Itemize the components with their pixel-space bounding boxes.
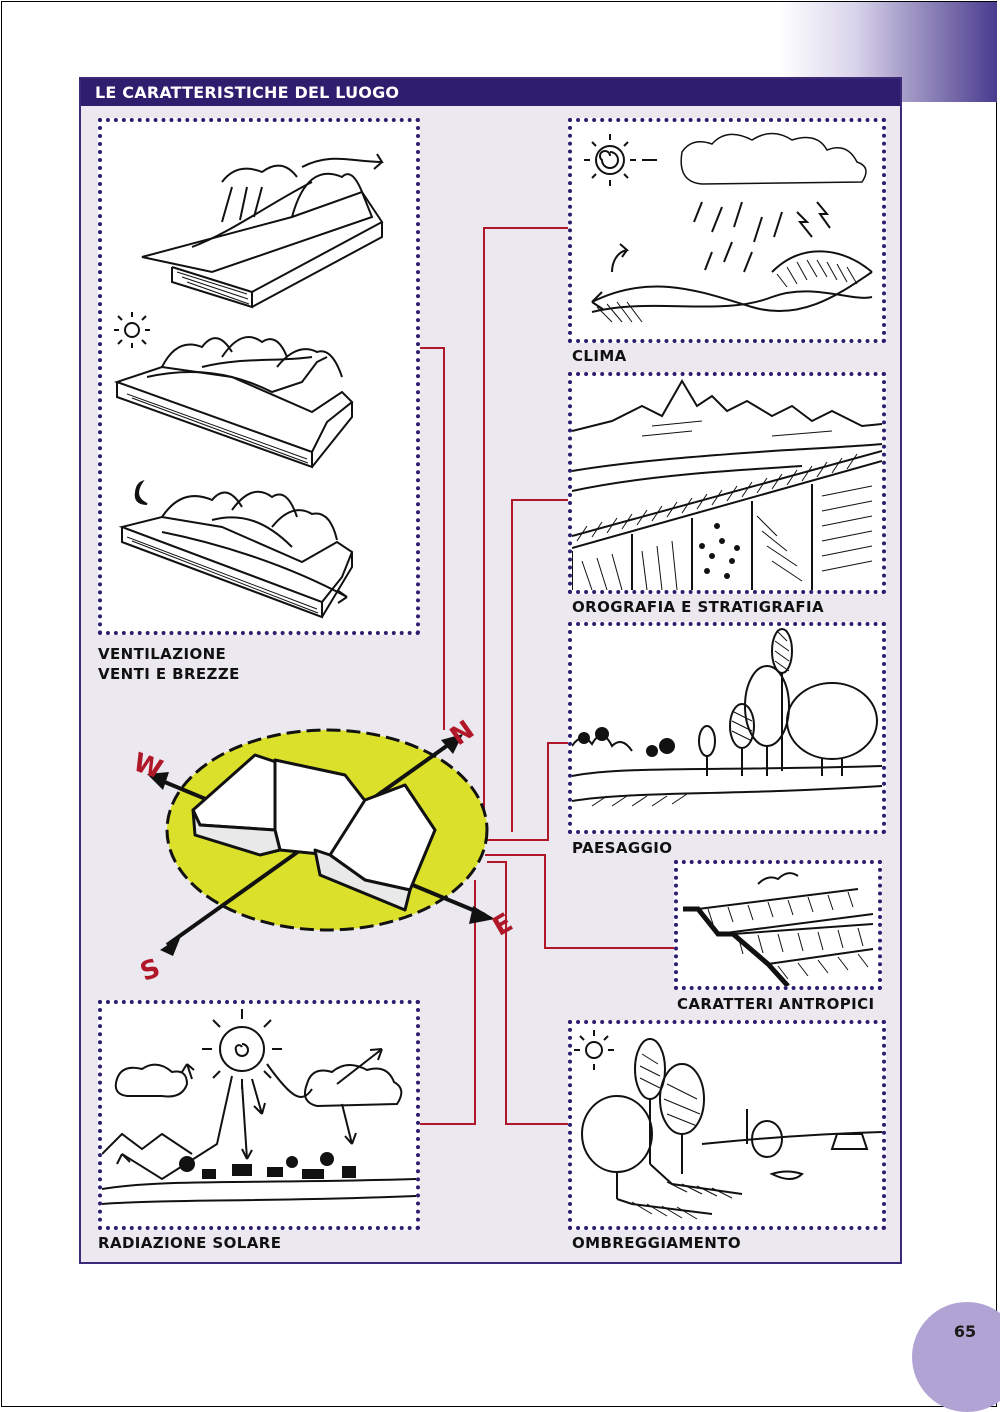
- label-orografia: OROGRAFIA E STRATIGRAFIA: [572, 598, 825, 616]
- west-arrowhead: [147, 772, 169, 790]
- landscape-illustration: [572, 628, 882, 807]
- ventilation-card: [98, 118, 420, 635]
- compass-building-diagram: N W E S: [129, 715, 518, 988]
- building-volumes: [191, 753, 437, 912]
- solar-radiation-illustration: [102, 1009, 416, 1205]
- solar-radiation-card: [98, 1000, 420, 1230]
- panel-title: LE CARATTERISTICHE DEL LUOGO: [81, 79, 900, 106]
- south-arrowhead: [160, 936, 181, 956]
- page-number: 65: [953, 1322, 977, 1341]
- shading-illustration: [574, 1030, 882, 1220]
- anthropic-card: [674, 860, 882, 990]
- climate-illustration: [584, 132, 873, 323]
- label-ombreggiamento: OMBREGGIAMENTO: [572, 1234, 742, 1252]
- compass-east-letter: E: [488, 908, 518, 943]
- label-ventilazione: VENTILAZIONE VENTI E BREZZE: [98, 645, 240, 683]
- compass-south-letter: S: [136, 953, 164, 988]
- label-radiazione-solare: RADIAZIONE SOLARE: [98, 1234, 282, 1252]
- anthropic-illustration: [683, 872, 874, 986]
- shading-card: [568, 1020, 886, 1230]
- label-caratteri-antropici: CARATTERI ANTROPICI: [677, 995, 875, 1013]
- east-arrowhead: [469, 906, 495, 924]
- orography-card: [568, 372, 886, 594]
- ventilation-illustration: [113, 153, 384, 619]
- landscape-card: [568, 622, 886, 834]
- label-clima: CLIMA: [572, 347, 627, 365]
- north-arrowhead: [441, 734, 463, 754]
- label-paesaggio: PAESAGGIO: [572, 839, 673, 857]
- orography-illustration: [572, 379, 882, 590]
- page-number-tab: [912, 1302, 1000, 1412]
- climate-card: [568, 118, 886, 343]
